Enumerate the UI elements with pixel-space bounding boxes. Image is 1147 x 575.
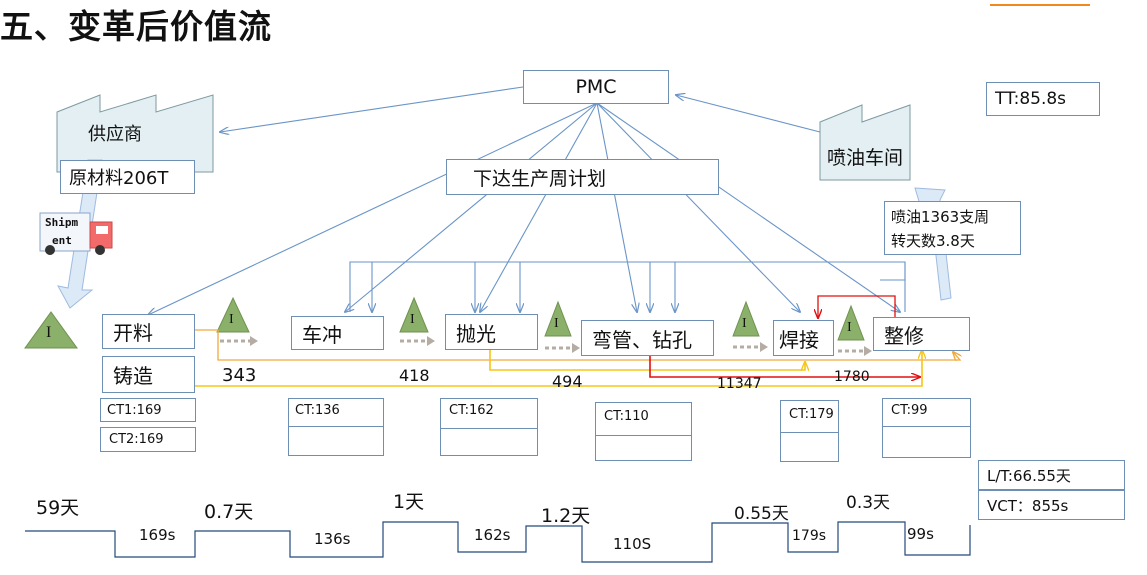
flow-number-1780: 1780 bbox=[834, 369, 870, 385]
process-casting: 铸造 bbox=[102, 356, 195, 393]
process-welding: 焊接 bbox=[773, 320, 834, 356]
inventory-i-1: I bbox=[229, 312, 234, 327]
ct-box-finishing: CT:99 bbox=[882, 398, 971, 458]
weekly-plan-box: 下达生产周计划 bbox=[446, 159, 719, 195]
inventory-i-raw: I bbox=[46, 324, 52, 341]
ct-punching-value: CT:136 bbox=[289, 399, 383, 427]
spray-note-line2: 转天数3.8天 bbox=[891, 232, 975, 250]
spray-workshop-label: 喷油车间 bbox=[827, 147, 904, 169]
timeline-process-2: 136s bbox=[314, 530, 351, 548]
header-accent-mark bbox=[990, 0, 1090, 6]
ct-bending-value: CT:110 bbox=[596, 403, 691, 436]
inventory-i-4: I bbox=[742, 316, 747, 331]
ct-box-cutting: CT1:169 bbox=[100, 398, 196, 422]
spray-note-line1: 喷油1363支周 bbox=[891, 208, 990, 226]
process-cutting: 开料 bbox=[102, 314, 195, 349]
timeline-wait-3: 1天 bbox=[393, 491, 425, 513]
process-casting-label: 铸造 bbox=[113, 364, 153, 388]
flow-number-11347: 11347 bbox=[717, 376, 762, 392]
timeline-wait-2: 0.7天 bbox=[204, 501, 254, 523]
process-cutting-label: 开料 bbox=[113, 321, 153, 345]
pmc-label: PMC bbox=[575, 76, 617, 98]
supplier-label: 供应商 bbox=[88, 124, 142, 145]
raw-material-box: 原材料206T bbox=[60, 160, 195, 194]
page-title: 五、变革后价值流 bbox=[0, 7, 272, 46]
process-punching-label: 车冲 bbox=[302, 322, 342, 347]
timeline-process-6: 99s bbox=[907, 525, 934, 543]
process-bending-drilling-label: 弯管、钻孔 bbox=[592, 327, 692, 352]
shipment-truck-icon bbox=[39, 212, 113, 255]
process-finishing-label: 整修 bbox=[884, 323, 924, 348]
process-finishing: 整修 bbox=[873, 317, 970, 351]
timeline-process-5: 179s bbox=[792, 528, 827, 544]
process-welding-label: 焊接 bbox=[779, 327, 819, 352]
timeline-line bbox=[25, 521, 971, 563]
process-punching: 车冲 bbox=[291, 316, 384, 350]
truck-label-line2: ent bbox=[52, 234, 72, 247]
inventory-i-3: I bbox=[554, 316, 559, 331]
vct-box: VCT：855s bbox=[978, 490, 1125, 520]
ct-box-punching: CT:136 bbox=[288, 398, 384, 456]
timeline-process-3: 162s bbox=[474, 526, 511, 544]
ct-box-polishing: CT:162 bbox=[440, 398, 538, 456]
process-polishing: 抛光 bbox=[445, 314, 538, 350]
takt-time-box: TT:85.8s bbox=[986, 82, 1100, 116]
flow-number-343: 343 bbox=[222, 365, 257, 386]
timeline-process-4: 110S bbox=[613, 535, 652, 553]
takt-time-value: TT:85.8s bbox=[995, 89, 1067, 109]
process-bending-drilling: 弯管、钻孔 bbox=[581, 320, 714, 356]
timeline-wait-4: 1.2天 bbox=[541, 505, 591, 527]
ct2-value: CT2:169 bbox=[109, 432, 164, 447]
timeline-wait-5: 0.55天 bbox=[734, 504, 789, 524]
supplier-factory-icon bbox=[56, 94, 214, 173]
ct-polishing-value: CT:162 bbox=[441, 399, 537, 429]
flow-number-418: 418 bbox=[399, 366, 430, 385]
timeline-wait-6: 0.3天 bbox=[846, 493, 891, 513]
ct1-value: CT1:169 bbox=[107, 403, 162, 418]
ct-welding-value: CT:179 bbox=[781, 401, 838, 433]
ct-box-welding: CT:179 bbox=[780, 400, 839, 462]
inventory-triangle-1 bbox=[216, 296, 250, 333]
truck-label-line1: Shipm bbox=[45, 216, 79, 229]
inventory-triangle-2 bbox=[399, 296, 429, 333]
spray-note-box: 喷油1363支周 转天数3.8天 bbox=[884, 201, 1021, 255]
ct-box-casting: CT2:169 bbox=[100, 427, 196, 452]
ct-finishing-value: CT:99 bbox=[883, 399, 970, 427]
inventory-triangle-3 bbox=[544, 300, 572, 337]
process-polishing-label: 抛光 bbox=[456, 321, 496, 346]
inventory-triangle-4 bbox=[732, 300, 760, 337]
inventory-triangle-raw bbox=[24, 311, 78, 349]
weekly-plan-label: 下达生产周计划 bbox=[473, 167, 607, 190]
lead-time-value: L/T:66.55天 bbox=[987, 466, 1071, 485]
inventory-i-5: I bbox=[847, 320, 852, 335]
inventory-i-2: I bbox=[410, 312, 415, 327]
lead-time-box: L/T:66.55天 bbox=[978, 460, 1125, 490]
flow-number-494: 494 bbox=[552, 372, 583, 391]
spray-workshop-factory-icon bbox=[819, 104, 911, 181]
raw-material-label: 原材料206T bbox=[69, 168, 169, 189]
ct-box-bending: CT:110 bbox=[595, 402, 692, 461]
pmc-box: PMC bbox=[523, 70, 669, 104]
vct-value: VCT：855s bbox=[987, 496, 1069, 515]
timeline-process-1: 169s bbox=[139, 526, 176, 544]
timeline-wait-1: 59天 bbox=[36, 497, 80, 519]
inventory-triangle-5 bbox=[837, 304, 865, 341]
